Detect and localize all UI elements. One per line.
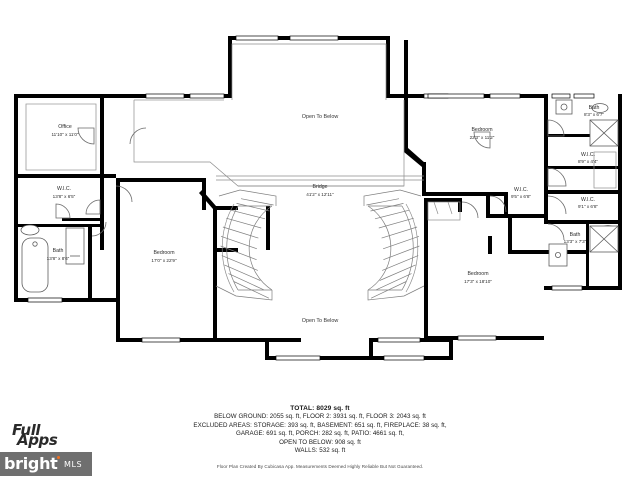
summary-line-4: OPEN TO BELOW: 908 sq. ft xyxy=(279,438,361,446)
room-label-wic-left: W.I.C. 13'8" x 6'5" xyxy=(53,186,76,199)
room-name: Bath xyxy=(53,248,64,254)
room-name: W.I.C. xyxy=(514,187,528,193)
inner-outlines xyxy=(25,43,424,187)
summary-line-5: WALLS: 532 sq. ft xyxy=(294,447,346,455)
room-dim: 13'3" x 7'3" xyxy=(564,239,587,244)
mls-label: MLS xyxy=(64,460,83,469)
room-label-bedroom-top: Bedroom 22'3" x 11'2" xyxy=(470,127,495,140)
room-label-bath-topright: Bath 8'3" x 6'7" xyxy=(584,105,604,117)
total-area: TOTAL: 8029 sq. ft xyxy=(290,405,350,412)
room-label-wic-topright: W.I.C. 8'9" x 4'4" xyxy=(578,152,598,164)
room-label-bath-left: Bath 13'8" x 8'6" xyxy=(47,248,70,261)
room-dim: 17'3" x 18'10" xyxy=(464,279,492,284)
fullapp-logo: Full Apps xyxy=(12,424,76,450)
room-dim: 22'3" x 11'2" xyxy=(470,135,495,140)
bright-wordmark: bright xyxy=(4,454,58,473)
room-label-wic-right: W.I.C. 9'1" x 6'8" xyxy=(578,197,598,209)
room-name: Bedroom xyxy=(467,271,488,277)
bright-mls-logo: bright MLS xyxy=(0,452,92,476)
summary-line-1: BELOW GROUND: 2055 sq. ft, FLOOR 2: 3931… xyxy=(214,413,426,420)
room-dim: 41'2" x 12'11" xyxy=(306,192,334,197)
room-label-bridge: Bridge 41'2" x 12'11" xyxy=(306,184,334,197)
room-dim: 9'1" x 6'8" xyxy=(578,204,598,209)
room-dim: 8'9" x 4'4" xyxy=(578,159,598,164)
room-label-bedroom-right: Bedroom 17'3" x 18'10" xyxy=(464,271,492,284)
room-dim: 13'8" x 6'5" xyxy=(53,194,76,199)
room-label-wic-mid: W.I.C. 9'5" x 6'8" xyxy=(511,187,531,199)
staircase xyxy=(215,189,425,301)
room-name: W.I.C. xyxy=(581,197,595,203)
area-summary: TOTAL: 8029 sq. ft BELOW GROUND: 2055 sq… xyxy=(0,404,640,469)
room-name: Bridge xyxy=(313,184,328,190)
open-to-below-bottom-label: Open To Below xyxy=(302,318,339,324)
room-label-bath-right: Bath 13'3" x 7'3" xyxy=(564,232,587,244)
room-name: Bedroom xyxy=(153,250,174,256)
room-name: Bath xyxy=(570,232,581,238)
room-name: Bath xyxy=(589,105,600,111)
walls-group xyxy=(14,36,622,360)
room-dim: 13'8" x 8'6" xyxy=(47,256,70,261)
room-dim: 9'5" x 6'8" xyxy=(511,194,531,199)
room-dim: 17'0" x 22'9" xyxy=(151,258,177,263)
room-name: Office xyxy=(58,124,72,130)
summary-line-3: GARAGE: 691 sq. ft, PORCH: 282 sq. ft, P… xyxy=(235,430,405,438)
room-name: W.I.C. xyxy=(581,152,595,158)
room-dim: 11'10" x 11'0" xyxy=(51,132,78,137)
bright-trademark-dot xyxy=(57,456,60,459)
disclaimer-text: Floor Plan Created By Cubicasa App. Meas… xyxy=(216,463,424,469)
room-label-office: Office 11'10" x 11'0" xyxy=(51,124,78,137)
room-name: Bedroom xyxy=(471,127,492,133)
summary-line-2: EXCLUDED AREAS: STORAGE: 393 sq. ft, BAS… xyxy=(193,421,447,429)
fixtures-group xyxy=(20,99,619,293)
room-label-bedroom-left: Bedroom 17'0" x 22'9" xyxy=(151,250,177,263)
fullapp-logo-line1: Full xyxy=(12,424,41,439)
windows-group xyxy=(27,35,595,361)
room-labels: Office 11'10" x 11'0" W.I.C. 13'8" x 6'5… xyxy=(47,105,605,324)
room-dim: 8'3" x 6'7" xyxy=(584,112,604,117)
doors-group xyxy=(55,119,567,241)
room-name: W.I.C. xyxy=(57,186,71,192)
open-to-below-top-label: Open To Below xyxy=(302,114,339,120)
fullapp-logo-line2: Apps xyxy=(17,431,58,449)
